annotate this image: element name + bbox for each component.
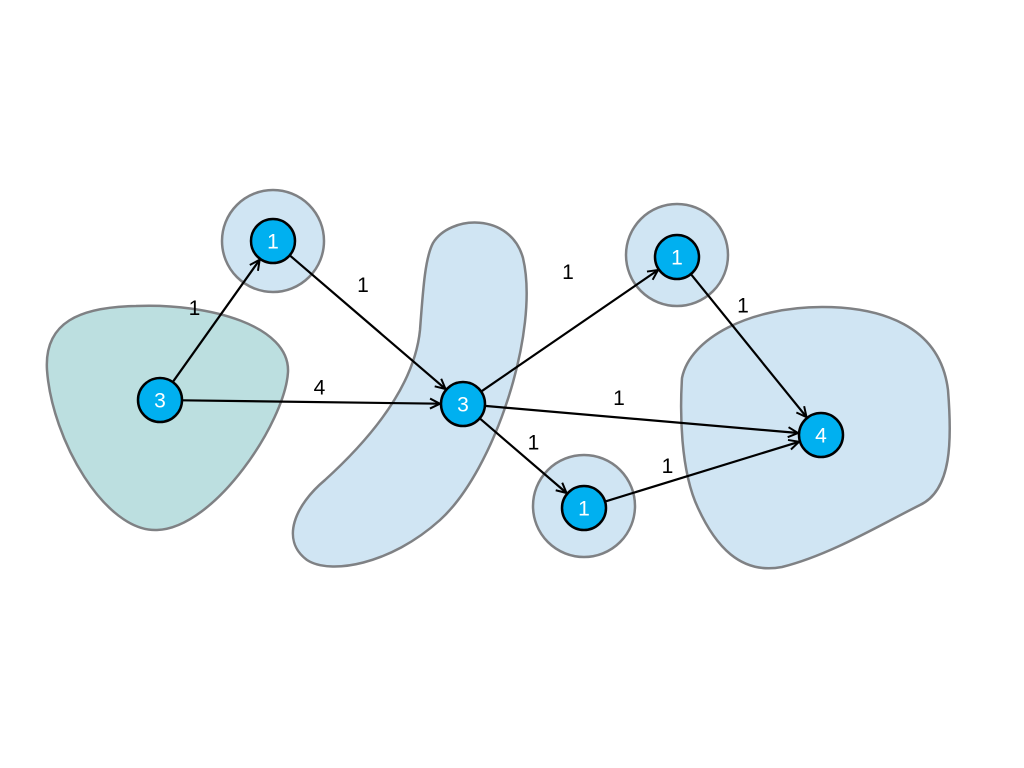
node-d: 1 — [653, 233, 701, 281]
edge-d-f — [689, 273, 807, 417]
edge-weight-label: 1 — [737, 295, 749, 318]
node-e: 1 — [560, 484, 608, 532]
node-b: 1 — [249, 217, 297, 265]
node-circle — [439, 380, 487, 428]
node-label: 1 — [267, 231, 279, 254]
node-circle — [560, 484, 608, 532]
node-label: 4 — [815, 425, 827, 448]
edge-weight-label: 1 — [189, 297, 201, 320]
region-middle-banana — [291, 221, 528, 568]
edge-weight-label: 1 — [528, 432, 540, 455]
edge-weight-label: 1 — [662, 455, 674, 478]
node-label: 1 — [578, 498, 590, 521]
node-circle — [653, 233, 701, 281]
node-circle — [797, 411, 845, 459]
node-label: 1 — [671, 247, 683, 270]
node-a: 3 — [136, 376, 184, 424]
edge-e-f — [604, 442, 799, 503]
edge-a-b — [171, 260, 260, 383]
edge-weight-label: 1 — [613, 387, 625, 410]
node-circle — [249, 217, 297, 265]
edge-b-c — [288, 254, 446, 389]
node-label: 3 — [154, 390, 166, 413]
edge-c-d — [480, 270, 658, 393]
edge-c-e — [478, 417, 567, 493]
node-label: 3 — [457, 394, 469, 417]
node-f: 4 — [797, 411, 845, 459]
edge-labels: 1 4 1 1 1 1 1 1 — [189, 261, 749, 478]
edge-c-f — [484, 404, 798, 433]
edges — [171, 254, 807, 503]
edge-weight-label: 4 — [314, 377, 326, 400]
node-circle — [136, 376, 184, 424]
edge-weight-label: 1 — [357, 274, 369, 297]
edge-a-c — [181, 400, 440, 403]
node-c: 3 — [439, 380, 487, 428]
nodes: 3 1 3 1 1 4 — [136, 217, 845, 532]
edge-weight-label: 1 — [562, 261, 574, 284]
